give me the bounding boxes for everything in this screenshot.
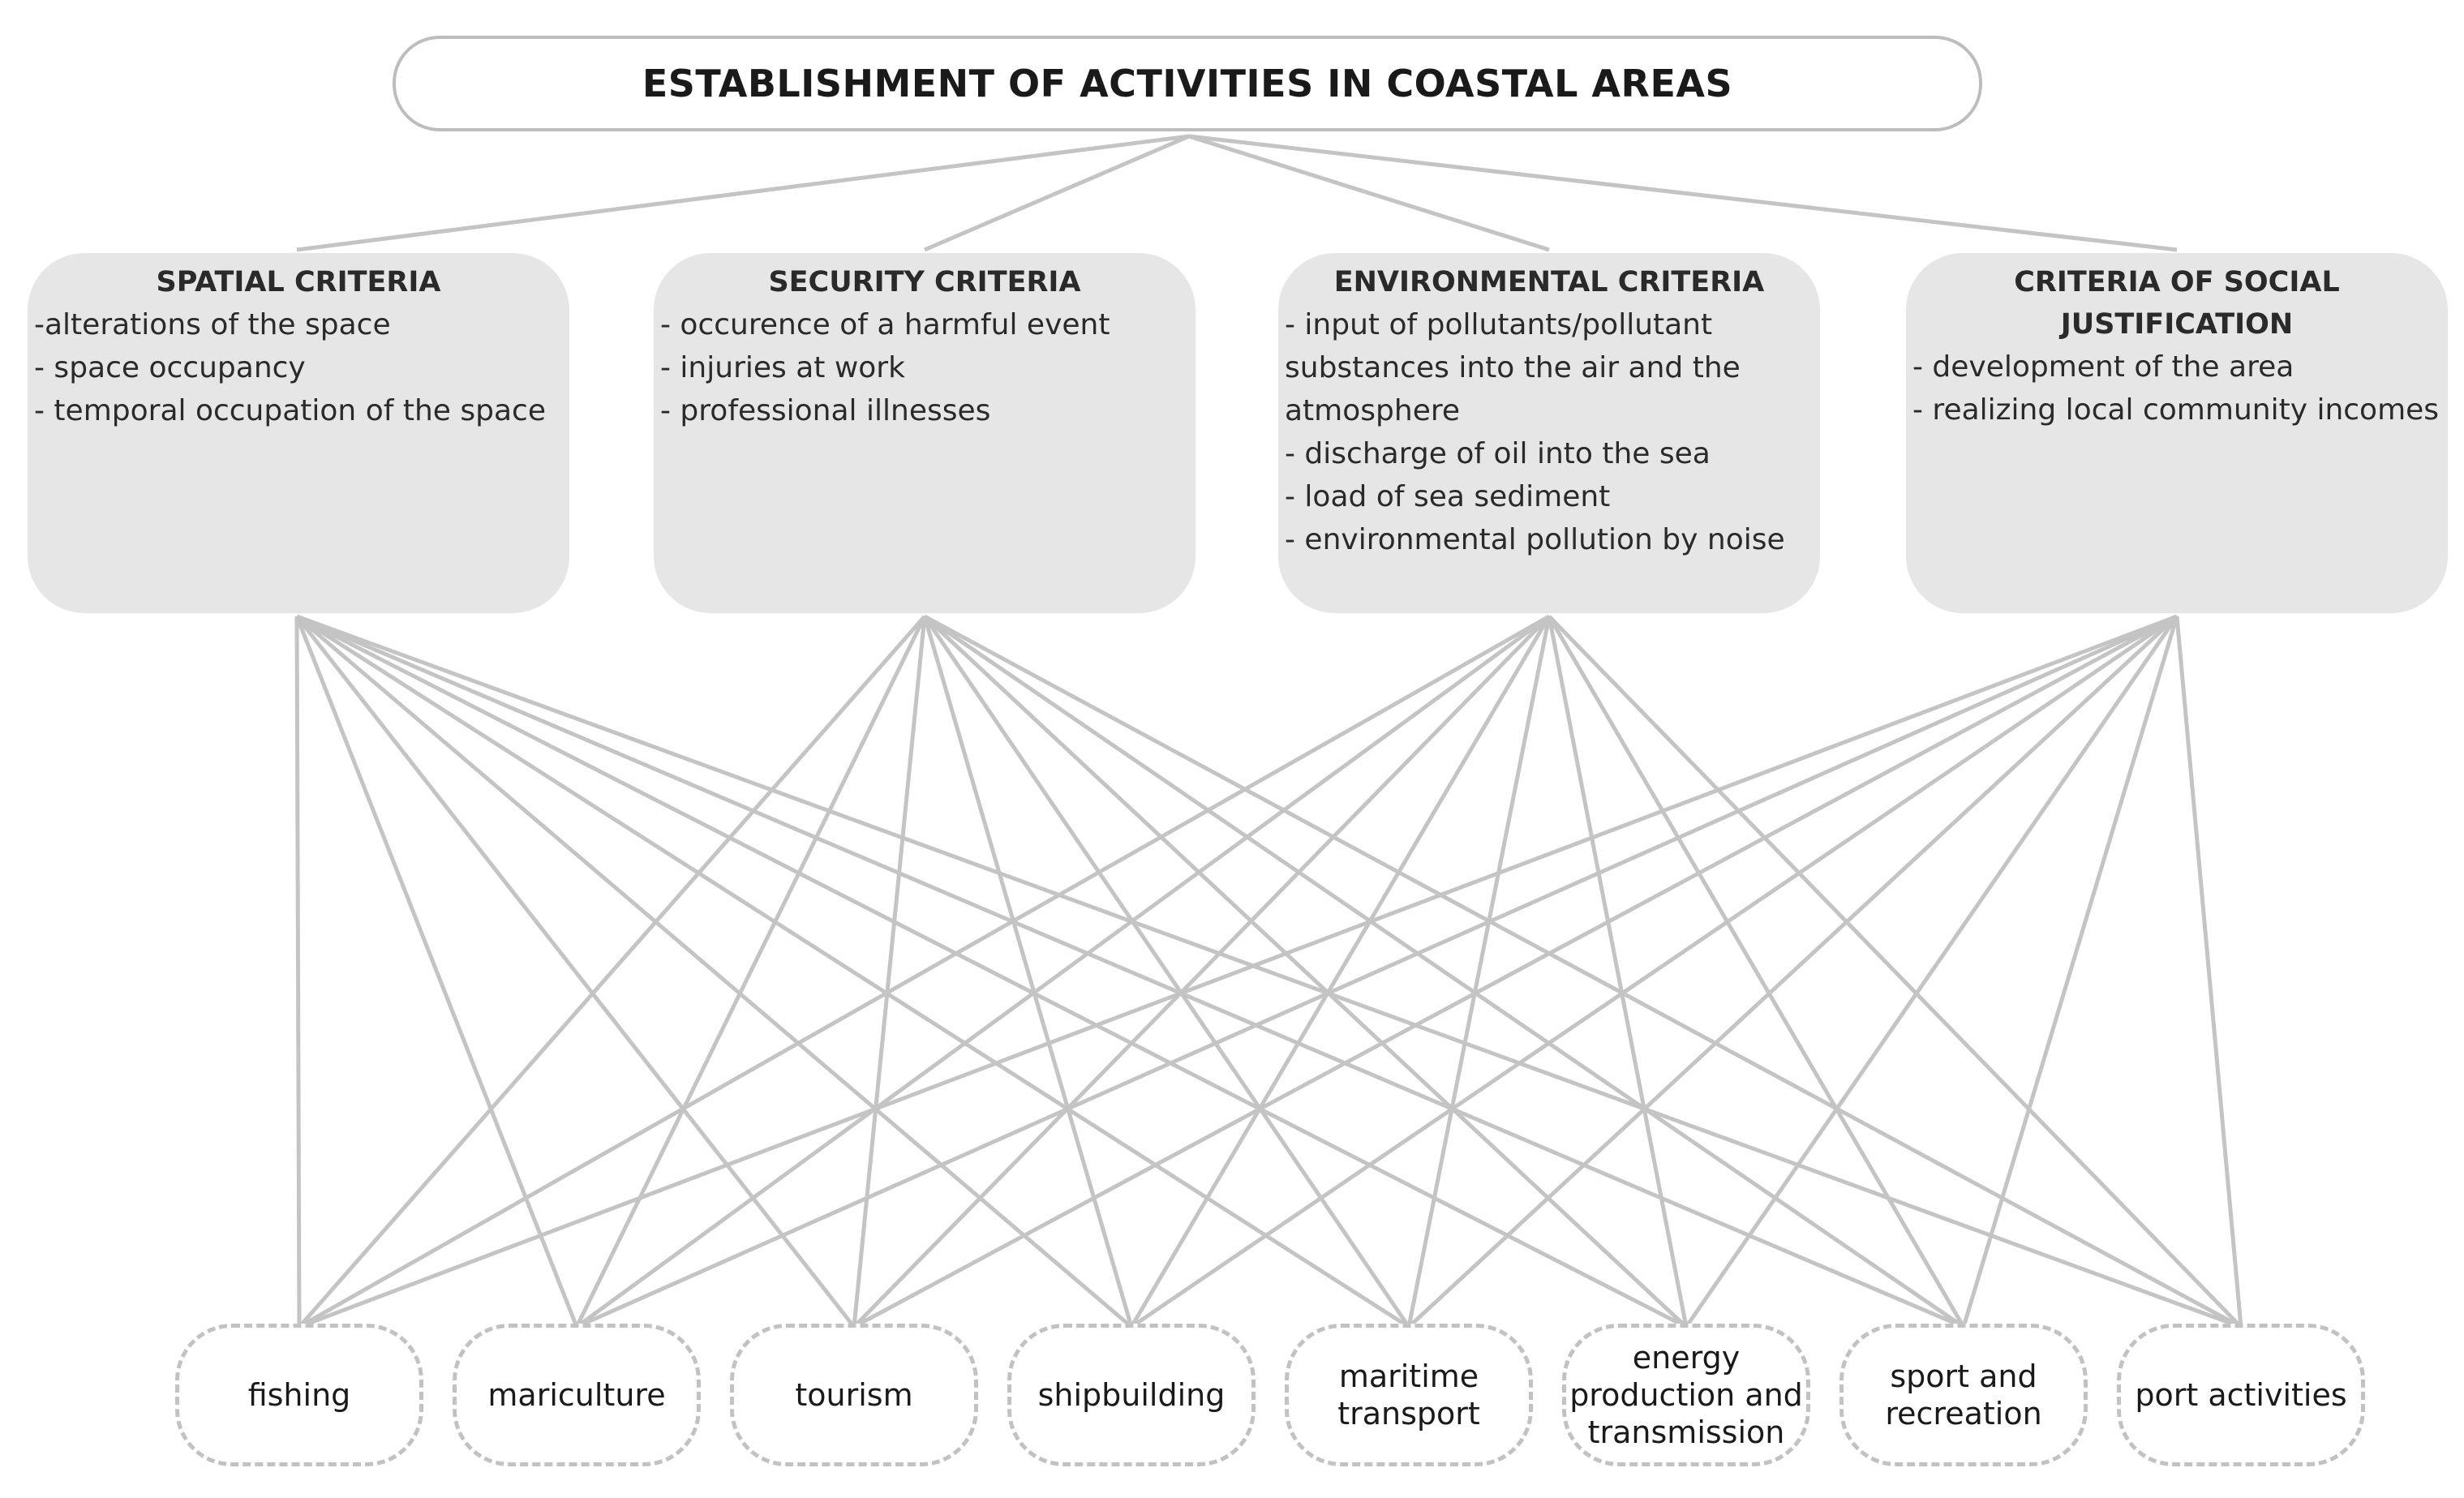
criteria-to-activity-connector: [922, 615, 1411, 1328]
criteria-to-activity-connector: [923, 614, 2243, 1329]
criteria-to-activity-connector: [852, 614, 2179, 1329]
criteria-item: - development of the area: [1912, 350, 2294, 384]
root-to-criteria-connector: [1188, 134, 1550, 252]
criteria-security-list: - occurence of a harmful event - injurie…: [660, 303, 1189, 432]
activity-label: tourism: [795, 1377, 913, 1413]
criteria-to-activity-connector: [296, 614, 1964, 1329]
criteria-item: - professional illnesses: [660, 394, 991, 427]
activity-tourism: tourism: [730, 1324, 978, 1466]
criteria-item: - load of sea sediment: [1285, 480, 1611, 513]
criteria-to-activity-connector: [1407, 615, 2179, 1328]
criteria-spatial-list: -alterations of the space - space occupa…: [34, 303, 563, 432]
criteria-item: - occurence of a harmful event: [660, 308, 1110, 341]
activity-maritime-transport: maritime transport: [1285, 1324, 1533, 1466]
criteria-item: - input of pollutants/pollutant substanc…: [1285, 308, 1741, 427]
criteria-to-activity-connector: [1547, 615, 1966, 1328]
criteria-item: - space occupancy: [34, 351, 306, 384]
criteria-to-activity-connector: [923, 614, 1965, 1329]
criteria-item: - discharge of oil into the sea: [1285, 437, 1711, 470]
criteria-to-activity-connector: [1406, 616, 1552, 1328]
criteria-item: - temporal occupation of the space: [34, 394, 546, 427]
criteria-item: - environmental pollution by noise: [1285, 523, 1785, 556]
criteria-to-activity-connector: [298, 615, 926, 1328]
root-to-criteria-connector: [1188, 134, 2178, 252]
criteria-item: -alterations of the space: [34, 308, 391, 341]
activity-label: fishing: [247, 1377, 351, 1413]
activity-fishing: fishing: [175, 1324, 423, 1466]
activity-label: maritime transport: [1337, 1359, 1480, 1431]
criteria-to-activity-connector: [1961, 616, 2179, 1328]
root-to-criteria-connector: [296, 134, 1190, 252]
criteria-to-activity-connector: [296, 614, 2242, 1329]
criteria-to-activity-connector: [575, 614, 2179, 1329]
criteria-to-activity-connector: [295, 614, 1688, 1329]
criteria-spatial-title: SPATIAL CRITERIA: [156, 266, 441, 298]
criteria-to-activity-connector: [294, 616, 579, 1328]
activity-shipbuilding: shipbuilding: [1007, 1324, 1256, 1466]
activity-label: energy production and transmission: [1569, 1340, 1803, 1450]
criteria-to-activity-connector: [294, 616, 302, 1328]
root-title: ESTABLISHMENT OF ACTIVITIES IN COASTAL A…: [642, 62, 1733, 105]
criteria-to-activity-connector: [298, 614, 1551, 1329]
criteria-to-activity-connector: [923, 615, 1688, 1328]
criteria-spatial: SPATIAL CRITERIA -alterations of the spa…: [28, 253, 569, 613]
activity-energy-production: energy production and transmission: [1562, 1324, 1810, 1466]
criteria-to-activity-connector: [575, 614, 1551, 1329]
criteria-to-activity-connector: [574, 615, 927, 1328]
criteria-to-activity-connector: [1547, 616, 1689, 1328]
criteria-to-activity-connector: [852, 616, 927, 1328]
activity-label: port activities: [2135, 1377, 2347, 1413]
criteria-social-list: - development of the area - realizing lo…: [1912, 346, 2441, 431]
criteria-to-activity-connector: [298, 614, 2178, 1329]
criteria-to-activity-connector: [2174, 616, 2243, 1328]
activity-label: shipbuilding: [1037, 1377, 1226, 1413]
criteria-to-activity-connector: [1129, 615, 1552, 1328]
criteria-to-activity-connector: [852, 615, 1551, 1328]
criteria-to-activity-connector: [922, 616, 1134, 1328]
criteria-security-title: SECURITY CRITERIA: [768, 266, 1081, 298]
criteria-item: - realizing local community incomes: [1912, 393, 2440, 427]
activity-mariculture: mariculture: [453, 1324, 701, 1466]
activity-label: sport and recreation: [1885, 1359, 2042, 1431]
criteria-to-activity-connector: [1684, 615, 2179, 1328]
root-node: ESTABLISHMENT OF ACTIVITIES IN COASTAL A…: [393, 36, 1982, 131]
criteria-environmental-list: - input of pollutants/pollutant substanc…: [1285, 303, 1814, 561]
criteria-environmental: ENVIRONMENTAL CRITERIA - input of pollut…: [1278, 253, 1820, 613]
criteria-to-activity-connector: [1548, 615, 2243, 1328]
activity-label: mariculture: [487, 1377, 666, 1413]
criteria-to-activity-connector: [295, 615, 856, 1328]
criteria-to-activity-connector: [295, 615, 1133, 1328]
criteria-social-title: CRITERIA OF SOCIAL JUSTIFICATION: [2014, 266, 2340, 341]
criteria-to-activity-connector: [295, 614, 1410, 1329]
activity-port-activities: port activities: [2117, 1324, 2365, 1466]
criteria-to-activity-connector: [1130, 614, 2179, 1329]
root-to-criteria-connector: [924, 134, 1190, 252]
criteria-security: SECURITY CRITERIA - occurence of a harmf…: [654, 253, 1196, 613]
criteria-social-justification: CRITERIA OF SOCIAL JUSTIFICATION - devel…: [1906, 253, 2448, 613]
criteria-environmental-title: ENVIRONMENTAL CRITERIA: [1333, 266, 1765, 298]
activity-sport-recreation: sport and recreation: [1839, 1324, 2088, 1466]
criteria-item: - injuries at work: [660, 351, 905, 384]
